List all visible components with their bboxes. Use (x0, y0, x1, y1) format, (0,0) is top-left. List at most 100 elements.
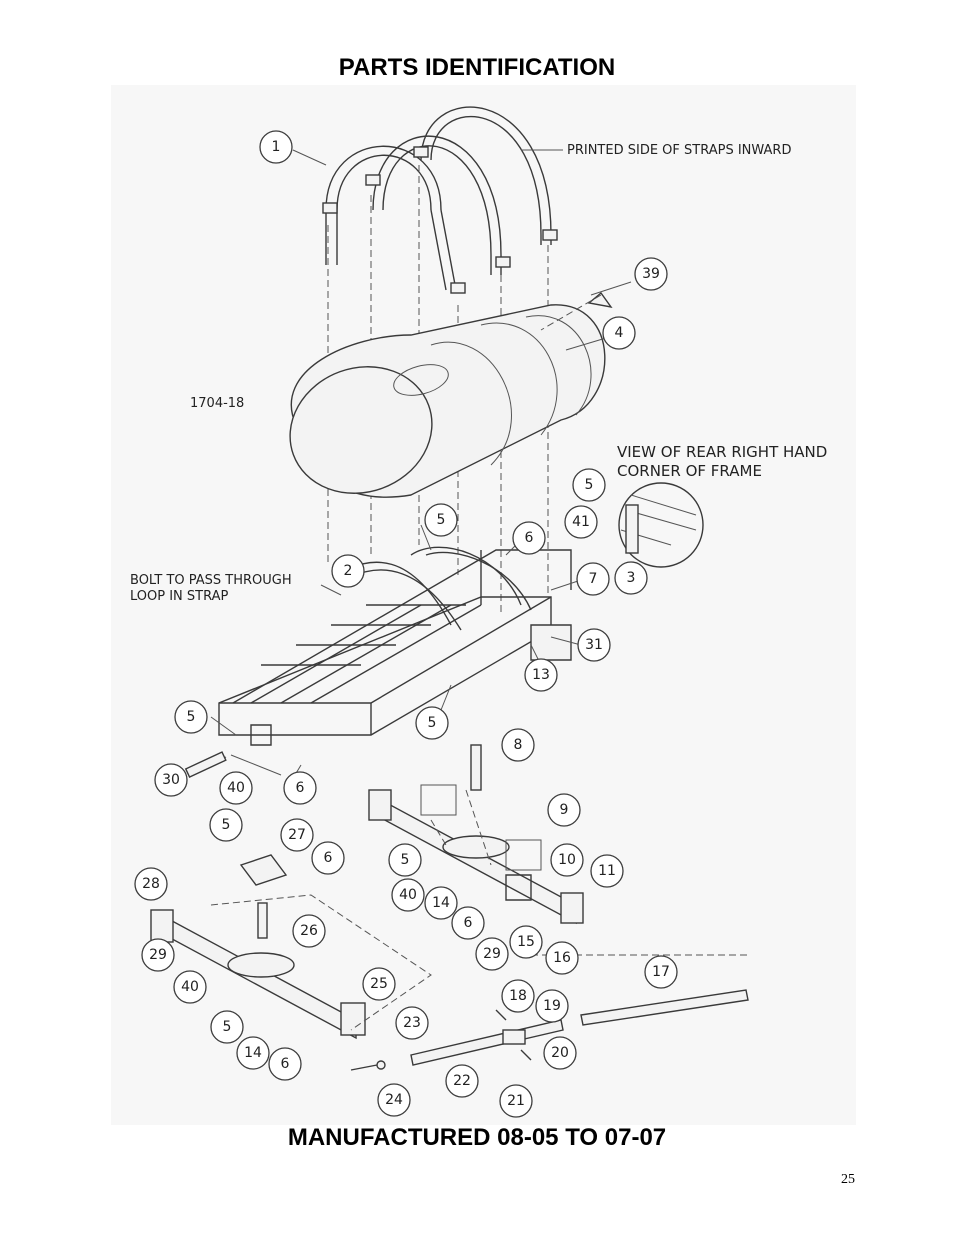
callout-20: 20 (543, 1036, 577, 1070)
callout-40b: 40 (391, 878, 425, 912)
callout-2: 2 (331, 554, 365, 588)
svg-text:5: 5 (223, 1019, 232, 1035)
callout-39: 39 (634, 257, 668, 291)
svg-text:41: 41 (572, 514, 590, 530)
svg-text:6: 6 (525, 530, 534, 546)
callout-21: 21 (499, 1084, 533, 1118)
callout-6e: 6 (268, 1047, 302, 1081)
callout-28: 28 (134, 867, 168, 901)
callout-17: 17 (644, 955, 678, 989)
svg-text:14: 14 (244, 1045, 262, 1061)
svg-text:40: 40 (181, 979, 199, 995)
svg-text:5: 5 (428, 715, 437, 731)
drawing-number: 1704-18 (190, 396, 244, 411)
tank-straps (322, 106, 558, 294)
callout-26: 26 (292, 914, 326, 948)
callout-5a: 5 (572, 468, 606, 502)
callout-5b: 5 (424, 503, 458, 537)
callout-41: 41 (564, 505, 598, 539)
note-view-line2: CORNER OF FRAME (617, 462, 762, 480)
svg-text:8: 8 (514, 737, 523, 753)
svg-text:1: 1 (272, 139, 281, 155)
svg-text:40: 40 (227, 780, 245, 796)
svg-text:16: 16 (553, 950, 571, 966)
callout-5c: 5 (415, 706, 449, 740)
svg-text:5: 5 (222, 817, 231, 833)
svg-text:20: 20 (551, 1045, 569, 1061)
callout-40a: 40 (219, 771, 253, 805)
page-title: PARTS IDENTIFICATION (338, 54, 616, 81)
callout-10: 10 (550, 843, 584, 877)
callout-9: 9 (547, 793, 581, 827)
svg-text:14: 14 (432, 895, 450, 911)
svg-text:11: 11 (598, 863, 616, 879)
svg-text:10: 10 (558, 852, 576, 868)
svg-text:15: 15 (517, 934, 535, 950)
parts-exploded-diagram: 1 39 4 5 41 3 5 6 2 7 31 13 5 5 8 30 40 … (111, 85, 856, 1125)
pin-8 (470, 744, 482, 791)
svg-text:2: 2 (344, 563, 353, 579)
callout-15: 15 (509, 925, 543, 959)
note-bolt-line2: LOOP IN STRAP (130, 589, 228, 604)
svg-text:5: 5 (187, 709, 196, 725)
svg-text:3: 3 (627, 570, 636, 586)
page-number: 25 (841, 1172, 855, 1187)
callout-5f: 5 (388, 843, 422, 877)
svg-text:6: 6 (464, 915, 473, 931)
manufactured-date-range: MANUFACTURED 08-05 TO 07-07 (287, 1124, 667, 1151)
svg-text:31: 31 (585, 637, 603, 653)
callout-5d: 5 (174, 700, 208, 734)
svg-text:30: 30 (162, 772, 180, 788)
callout-6a: 6 (512, 521, 546, 555)
callout-40c: 40 (173, 970, 207, 1004)
callout-29b: 29 (475, 937, 509, 971)
svg-text:27: 27 (288, 827, 306, 843)
callout-18: 18 (501, 979, 535, 1013)
callout-6c: 6 (311, 841, 345, 875)
callout-1: 1 (259, 130, 293, 164)
svg-text:9: 9 (560, 802, 569, 818)
tank (289, 304, 606, 498)
corner-detail-view (618, 482, 704, 568)
svg-text:5: 5 (401, 852, 410, 868)
callout-23: 23 (395, 1006, 429, 1040)
svg-text:5: 5 (585, 477, 594, 493)
svg-text:24: 24 (385, 1092, 403, 1108)
svg-text:28: 28 (142, 876, 160, 892)
note-view-line1: VIEW OF REAR RIGHT HAND (617, 443, 827, 461)
svg-text:40: 40 (399, 887, 417, 903)
svg-text:4: 4 (615, 325, 624, 341)
svg-text:26: 26 (300, 923, 318, 939)
callout-14a: 14 (424, 886, 458, 920)
callout-30: 30 (154, 763, 188, 797)
callout-6b: 6 (283, 771, 317, 805)
callout-25: 25 (362, 967, 396, 1001)
svg-text:19: 19 (543, 998, 561, 1014)
callout-27: 27 (280, 818, 314, 852)
svg-text:21: 21 (507, 1093, 525, 1109)
note-bolt-line1: BOLT TO PASS THROUGH (130, 573, 292, 588)
rear-axle-assembly (368, 784, 584, 925)
callout-19: 19 (535, 989, 569, 1023)
svg-text:6: 6 (281, 1056, 290, 1072)
callout-4: 4 (602, 316, 636, 350)
svg-text:29: 29 (483, 946, 501, 962)
drawing-background (111, 85, 856, 1125)
pin-30 (184, 751, 227, 779)
frame (218, 546, 572, 746)
svg-text:5: 5 (437, 512, 446, 528)
svg-text:23: 23 (403, 1015, 421, 1031)
callout-24: 24 (377, 1083, 411, 1117)
callout-6d: 6 (451, 906, 485, 940)
svg-text:18: 18 (509, 988, 527, 1004)
svg-text:22: 22 (453, 1073, 471, 1089)
svg-text:29: 29 (149, 947, 167, 963)
callout-11: 11 (590, 854, 624, 888)
svg-text:6: 6 (296, 780, 305, 796)
svg-text:6: 6 (324, 850, 333, 866)
note-straps: PRINTED SIDE OF STRAPS INWARD (567, 143, 791, 158)
callout-16: 16 (545, 941, 579, 975)
callout-7: 7 (576, 562, 610, 596)
svg-text:17: 17 (652, 964, 670, 980)
callout-31: 31 (577, 628, 611, 662)
